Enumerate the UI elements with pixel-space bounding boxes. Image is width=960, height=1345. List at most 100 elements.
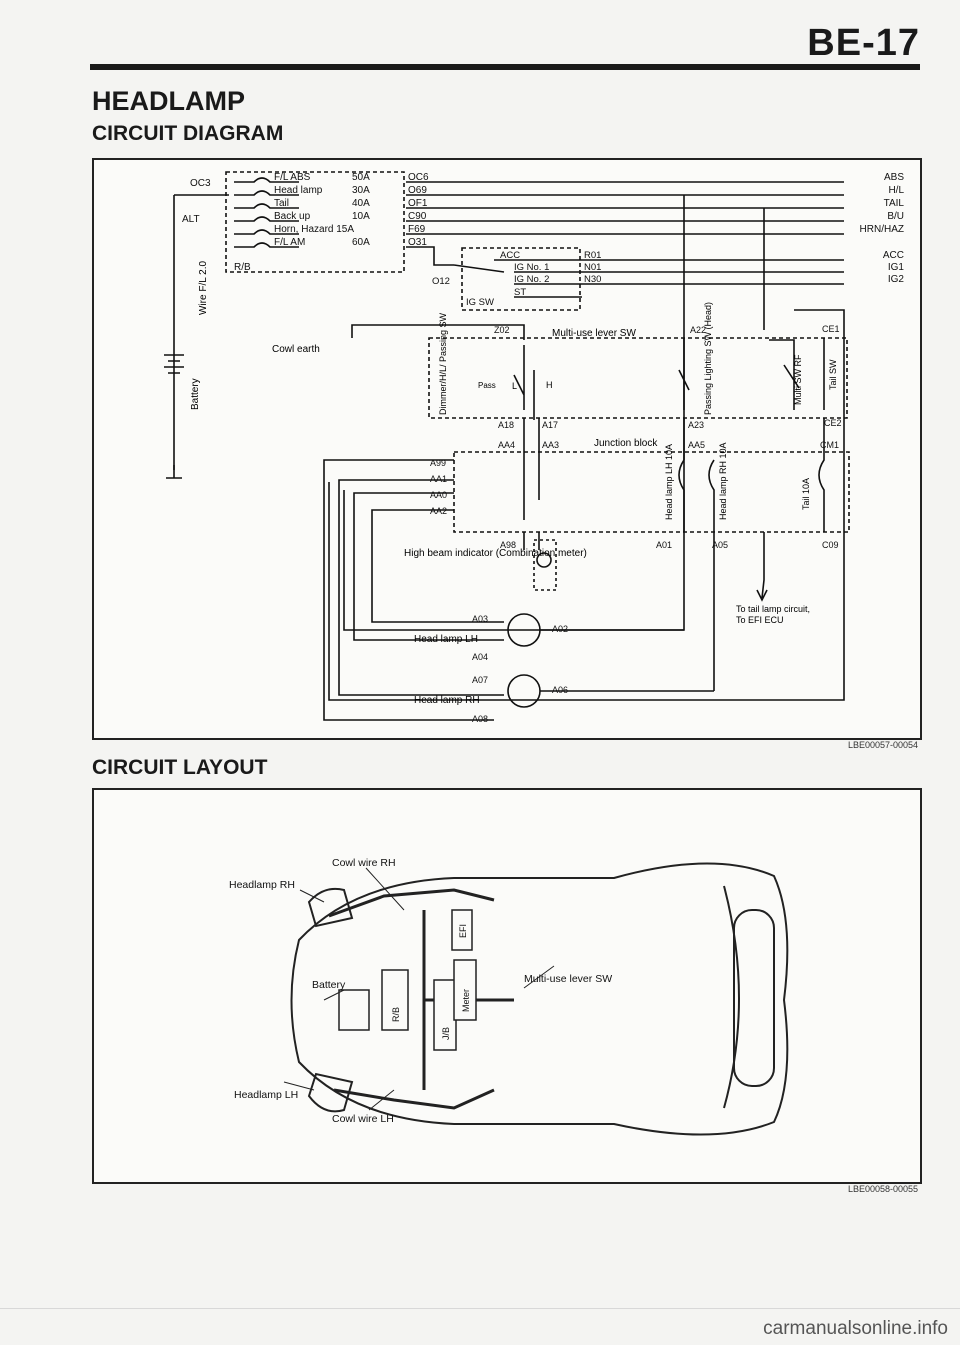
- rb-layout-label: R/B: [391, 1007, 401, 1022]
- page-number: BE-17: [807, 22, 920, 64]
- connector-a17: A17: [542, 420, 558, 430]
- cowl-wire-rh-label: Cowl wire RH: [332, 857, 396, 869]
- connector-ce2: CE2: [824, 418, 842, 428]
- connector-aa2: AA2: [430, 506, 447, 516]
- connector-a03: A03: [472, 614, 488, 624]
- ig-code-n30: N30: [584, 274, 601, 285]
- ig-code-r01: R01: [584, 250, 601, 261]
- battery-layout-label: Battery: [312, 979, 346, 991]
- efi-label: EFI: [458, 924, 468, 938]
- circuit-diagram-title: CIRCUIT DIAGRAM: [92, 122, 284, 145]
- lo-label: L: [512, 381, 517, 391]
- cowl-earth-label: Cowl earth: [272, 344, 320, 355]
- connector-aa3: AA3: [542, 440, 559, 450]
- vehicle-layout-svg: Cowl wire RH Headlamp RH Battery Multi-u…: [229, 857, 789, 1136]
- connector-ce1: CE1: [822, 324, 840, 334]
- headlamp-lh-label: Headlamp LH: [234, 1089, 298, 1101]
- meter-label: Meter: [461, 989, 471, 1012]
- connector-a99: A99: [430, 458, 446, 468]
- layout-ref-code: LBE00058-00055: [848, 1184, 919, 1194]
- right-label-bu: B/U: [887, 211, 904, 222]
- connector-a02: A02: [552, 624, 568, 634]
- wire-label: Wire F/L 2.0: [198, 260, 209, 315]
- ig-sw-label: IG SW: [466, 297, 494, 308]
- connector-a08: A08: [472, 714, 488, 724]
- connector-aa5: AA5: [688, 440, 705, 450]
- hl-lh-fuse-label: Head lamp LH 10A: [664, 444, 674, 520]
- diagram-ref-code: LBE00057-00054: [848, 740, 919, 750]
- connector-a06: A06: [552, 685, 568, 695]
- fuse-2-amps: 30A: [352, 185, 370, 196]
- dimmer-sw-label: Dimmer/H/L/ Passing SW: [438, 312, 448, 415]
- ig-pos-ig2: IG No. 2: [514, 274, 549, 285]
- connector-z02: Z02: [494, 325, 510, 335]
- connector-cm1: CM1: [820, 440, 839, 450]
- cowl-wire-lh-label: Cowl wire LH: [332, 1113, 394, 1125]
- headlamp-rh-label: Headlamp RH: [229, 879, 295, 891]
- right-label-ig1: IG1: [888, 262, 905, 273]
- fuse-1-code: OC6: [408, 172, 429, 183]
- battery-label: Battery: [190, 378, 201, 410]
- ig-pos-ig1: IG No. 1: [514, 262, 549, 273]
- fuse-4-amps: 10A: [352, 211, 370, 222]
- fuse-5-code: F69: [408, 224, 426, 235]
- to-tail-label: To tail lamp circuit,: [736, 604, 810, 614]
- head-lamp-rh-label: Head lamp RH: [414, 695, 480, 706]
- connector-a98: A98: [500, 540, 516, 550]
- connector-a22: A22: [690, 325, 706, 335]
- connector-a01: A01: [656, 540, 672, 550]
- fuse-3-code: OF1: [408, 198, 428, 209]
- hl-rh-fuse-label: Head lamp RH 10A: [718, 442, 728, 520]
- connector-c09: C09: [822, 540, 839, 550]
- to-efi-label: To EFI ECU: [736, 615, 784, 625]
- circuit-layout-title: CIRCUIT LAYOUT: [92, 756, 268, 779]
- circuit-layout-figure: Cowl wire RH Headlamp RH Battery Multi-u…: [92, 788, 922, 1184]
- fuse-4-code: C90: [408, 211, 427, 222]
- fuse-2-code: O69: [408, 185, 427, 196]
- footer-rule: [0, 1308, 960, 1309]
- fuse-3-amps: 40A: [352, 198, 370, 209]
- tail-sw-label: Tail SW: [828, 359, 838, 390]
- right-label-ig2: IG2: [888, 274, 905, 285]
- fuse-3-name: Tail: [274, 198, 289, 209]
- fuse-6-amps: 60A: [352, 237, 370, 248]
- junction-block-label: Junction block: [594, 438, 658, 449]
- hi-label: H: [546, 380, 553, 390]
- multi-use-sw-label: Multi-use lever SW: [552, 328, 636, 339]
- passing-lighting-sw-label: Passing Lighting SW (Head): [703, 302, 713, 415]
- multi-sw-rf-label: Multi SW RF: [793, 354, 803, 405]
- ig-pos-acc: ACC: [500, 250, 520, 261]
- right-label-hl: H/L: [888, 185, 904, 196]
- fuse-4-name: Back up: [274, 211, 311, 222]
- oc3-label: OC3: [190, 178, 211, 189]
- connector-a18: A18: [498, 420, 514, 430]
- rb-label: R/B: [234, 262, 251, 273]
- right-label-abs: ABS: [884, 172, 904, 183]
- pass-label: Pass: [478, 381, 496, 390]
- connector-a23: A23: [688, 420, 704, 430]
- fuse-1-name: F/L ABS: [274, 172, 311, 183]
- fuse-6-name: F/L AM: [274, 237, 305, 248]
- right-label-hrn-haz: HRN/HAZ: [860, 224, 904, 235]
- connector-a07: A07: [472, 675, 488, 685]
- fuse-5-name: Horn, Hazard 15A: [274, 224, 354, 235]
- ig-input-code: O12: [432, 276, 450, 287]
- watermark: carmanualsonline.info: [763, 1318, 948, 1339]
- circuit-diagram-svg: OC3 ALT R/B F/L ABS 50A OC6 Head lamp 30…: [164, 171, 905, 724]
- tail-fuse-label: Tail 10A: [801, 478, 811, 510]
- fuse-6-code: O31: [408, 237, 427, 248]
- fuse-2-name: Head lamp: [274, 185, 323, 196]
- connector-aa4: AA4: [498, 440, 515, 450]
- section-title: HEADLAMP: [92, 86, 245, 116]
- right-label-acc: ACC: [883, 250, 904, 261]
- circuit-diagram-figure: OC3 ALT R/B F/L ABS 50A OC6 Head lamp 30…: [92, 158, 922, 740]
- alt-label: ALT: [182, 214, 200, 225]
- header-rule: [90, 64, 920, 70]
- ig-code-n01: N01: [584, 262, 601, 273]
- connector-aa1: AA1: [430, 474, 447, 484]
- multi-use-layout-label: Multi-use lever SW: [524, 973, 612, 985]
- ig-pos-st: ST: [514, 287, 526, 298]
- connector-aa0: AA0: [430, 490, 447, 500]
- connector-a05: A05: [712, 540, 728, 550]
- right-label-tail: TAIL: [884, 198, 905, 209]
